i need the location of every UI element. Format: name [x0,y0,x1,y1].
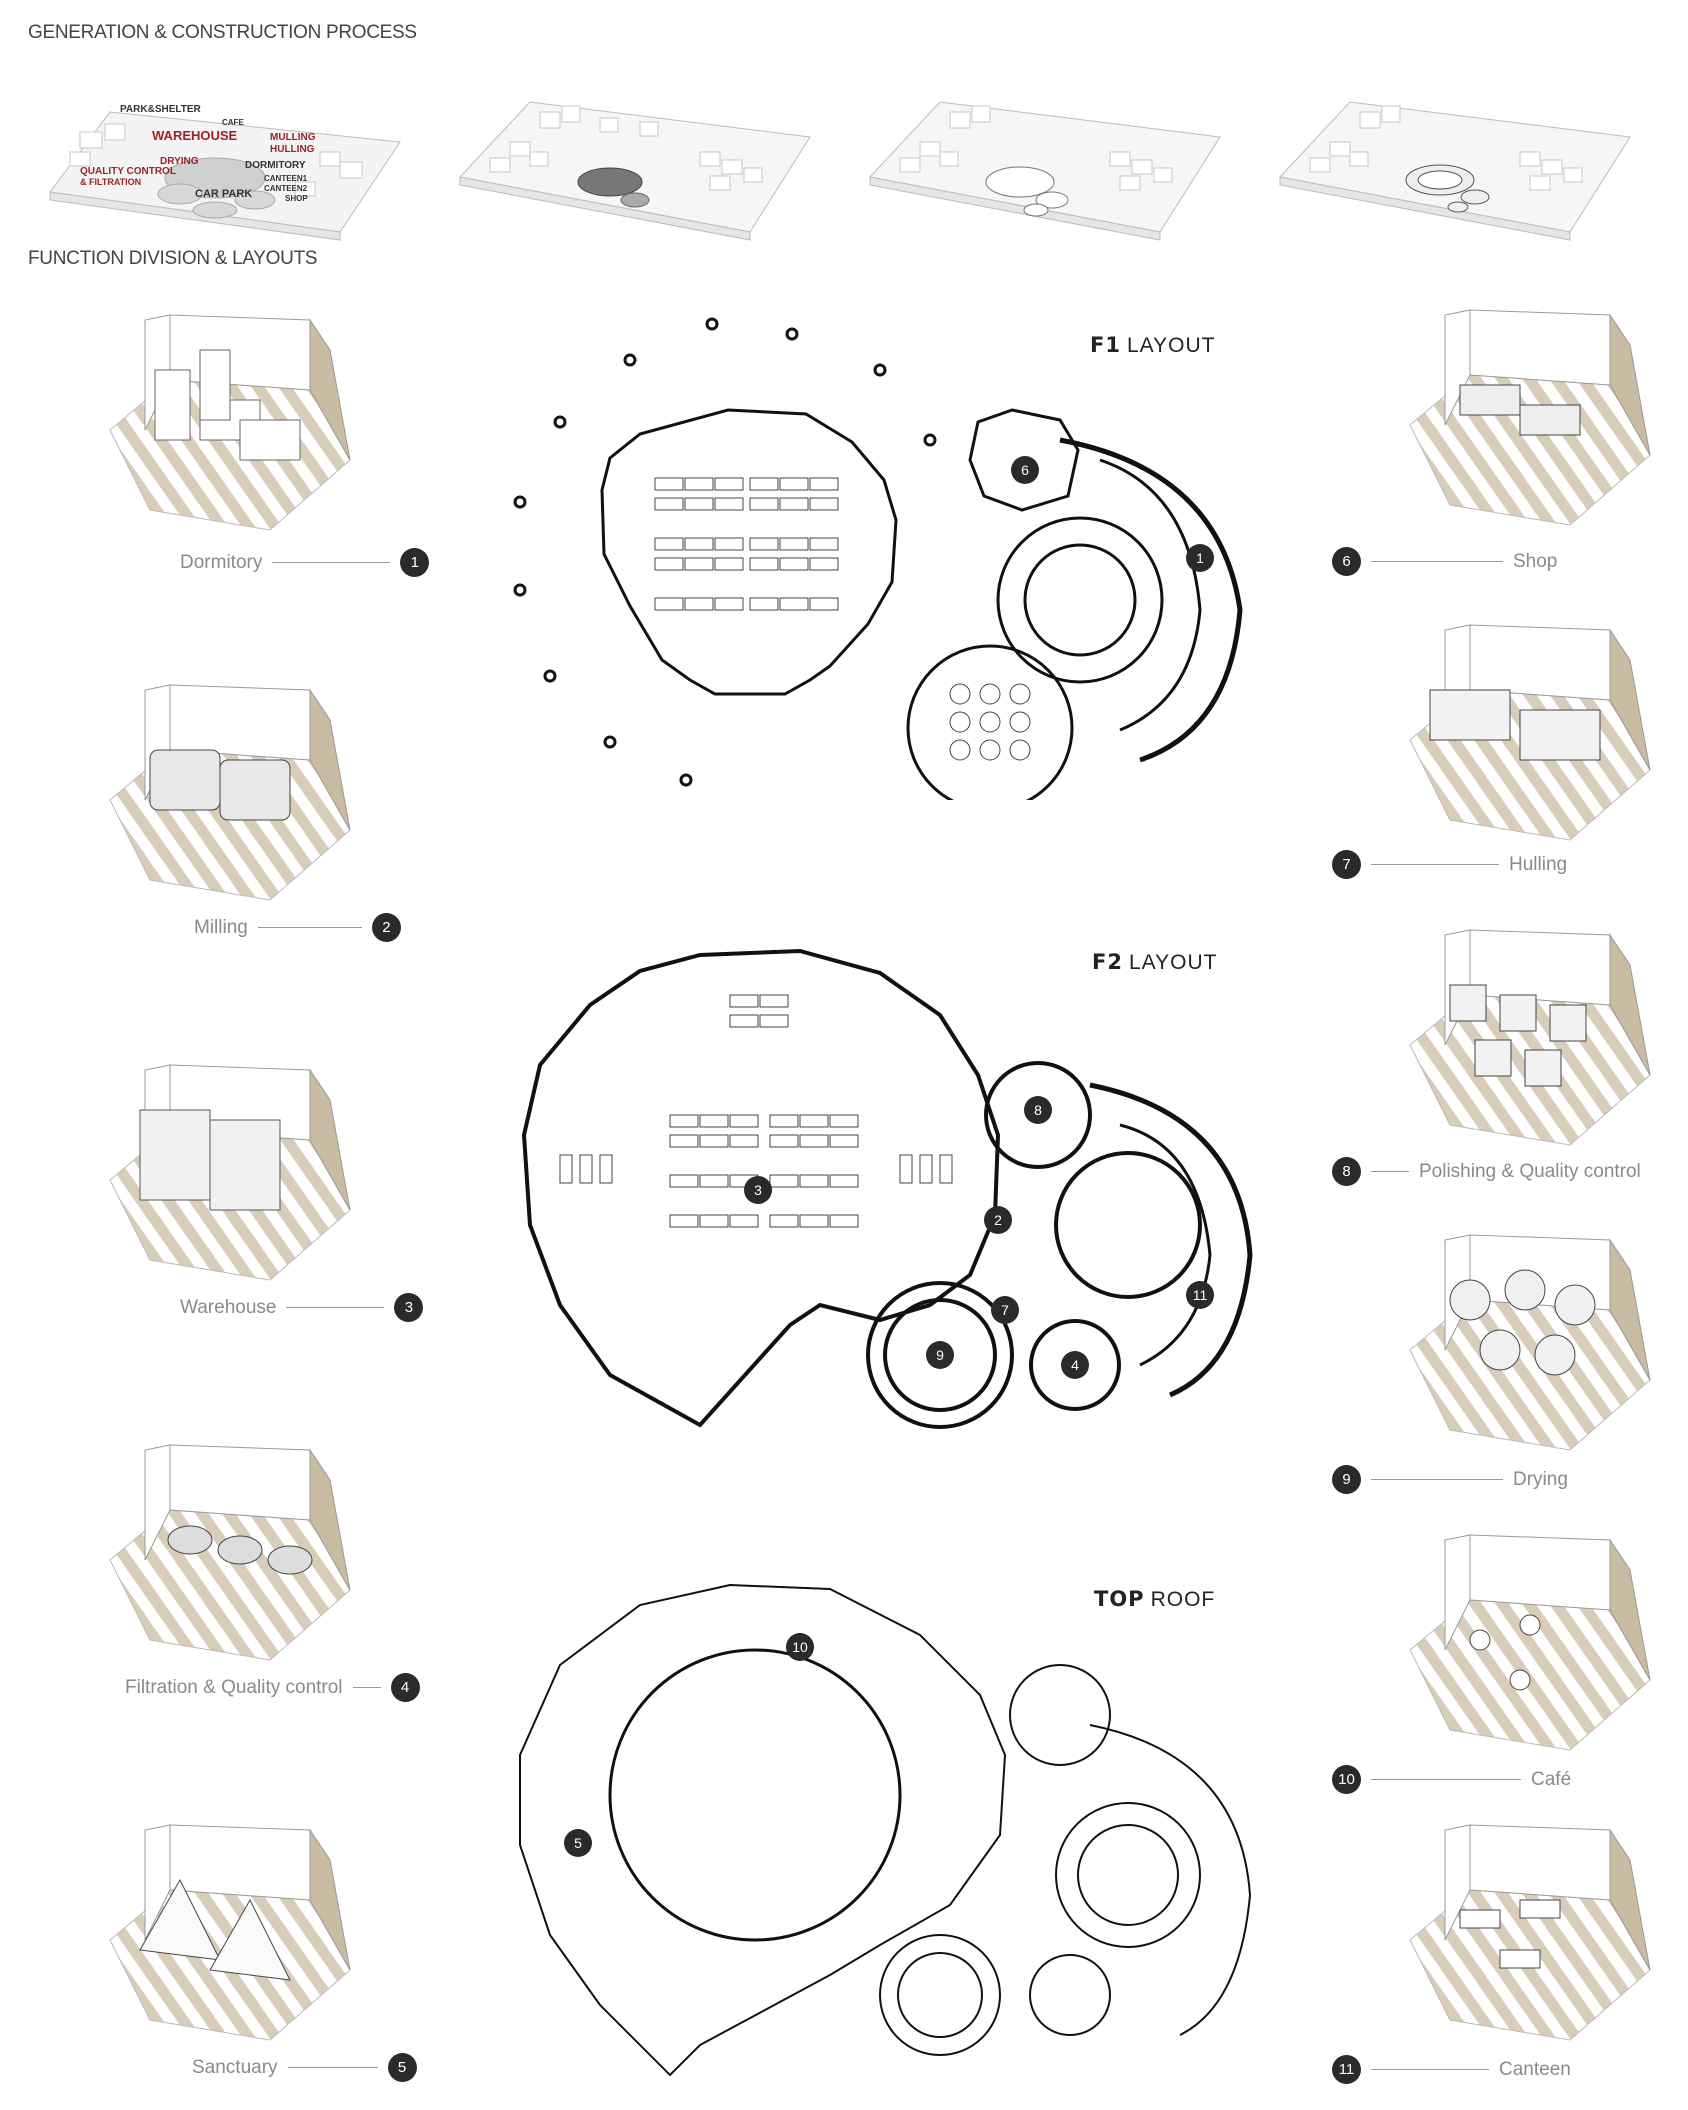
massing-label-qc: QUALITY CONTROL [80,166,176,177]
massing-label-cafe: CAFE [222,118,244,127]
massing-label-shop: SHOP [285,194,308,203]
section-title-generation: GENERATION & CONSTRUCTION PROCESS [28,22,417,43]
svg-text:5: 5 [574,1835,582,1851]
function-tag-10: 10 Café [1332,1765,1571,1794]
function-tag-3: Warehouse 3 [180,1293,424,1322]
generation-step-4 [1270,82,1640,247]
function-tag-2: Milling 2 [194,913,401,942]
function-badge: 4 [390,1673,420,1702]
vignette-drying [1409,1234,1651,1451]
function-badge: 3 [394,1293,424,1322]
function-label: Hulling [1509,853,1568,875]
function-tag-5: Sanctuary 5 [192,2053,417,2082]
massing-label-dormitory: DORMITORY [245,160,306,171]
plan-f2: 3 8 9 2 7 4 11 [521,948,1253,1429]
function-badge: 6 [1332,547,1361,576]
function-badge: 9 [1332,1465,1361,1494]
function-label: Sanctuary [192,2056,278,2078]
function-badge: 10 [1332,1765,1361,1794]
vignette-filtration [109,1444,351,1661]
massing-label-hulling: HULLING [270,144,315,155]
svg-text:9: 9 [936,1347,944,1363]
massing-label-filtration: & FILTRATION [80,177,142,187]
section-title-function: FUNCTION DIVISION & LAYOUTS [28,248,318,269]
function-badge: 5 [387,2053,417,2082]
svg-text:1: 1 [1196,550,1204,566]
vignette-shop [1409,309,1651,526]
vignette-polishing [1409,929,1651,1146]
massing-label-drying: DRYING [160,156,199,167]
svg-text:7: 7 [1001,1302,1009,1318]
massing-label-canteen2: CANTEEN2 [264,184,308,193]
function-label: Shop [1513,550,1558,572]
function-tag-8: 8 Polishing & Quality control [1332,1157,1641,1186]
function-tag-4: Filtration & Quality control 4 [125,1673,420,1702]
svg-text:6: 6 [1021,462,1029,478]
vignette-canteen [1409,1824,1651,2041]
svg-text:8: 8 [1034,1102,1042,1118]
function-badge: 2 [371,913,401,942]
function-label: Dormitory [180,551,263,573]
function-label: Canteen [1499,2058,1571,2080]
vignette-cafe [1409,1534,1651,1751]
function-badge: 11 [1332,2055,1361,2084]
function-tag-9: 9 Drying [1332,1465,1568,1494]
vignette-hulling [1409,624,1651,841]
function-tag-7: 7 Hulling [1332,850,1567,879]
function-tag-6: 6 Shop [1332,547,1557,576]
massing-label-carpark: CAR PARK [195,188,253,200]
function-label: Café [1531,1768,1572,1790]
function-label: Milling [194,916,248,938]
svg-text:2: 2 [994,1212,1002,1228]
plan-roof: 5 10 [519,1583,1252,2077]
massing-label-park: PARK&SHELTER [120,104,201,115]
plan-f1: 6 1 [513,317,1243,800]
function-label: Filtration & Quality control [125,1676,343,1698]
function-label: Drying [1513,1468,1568,1490]
svg-text:4: 4 [1071,1357,1079,1373]
svg-text:10: 10 [792,1639,808,1655]
vignette-sanctuary [109,1824,351,2041]
vignette-dormitory [109,314,351,531]
massing-label-mulling: MULLING [270,132,316,143]
svg-text:3: 3 [754,1182,762,1198]
massing-label-canteen1: CANTEEN1 [264,174,308,183]
function-label: Warehouse [180,1296,277,1318]
function-badge: 8 [1332,1157,1361,1186]
generation-step-2 [450,82,820,247]
function-badge: 7 [1332,850,1361,879]
vignette-milling [109,684,351,901]
svg-text:11: 11 [1193,1287,1208,1303]
vignette-warehouse [109,1064,351,1281]
generation-step-3 [860,82,1230,247]
generation-step-1: PARK&SHELTER CAFE WAREHOUSE MULLING HULL… [40,82,410,247]
function-tag-1: Dormitory 1 [180,548,430,577]
function-badge: 1 [400,548,430,577]
function-label: Polishing & Quality control [1419,1160,1641,1182]
massing-label-warehouse: WAREHOUSE [152,128,238,143]
function-tag-11: 11 Canteen [1332,2055,1571,2084]
